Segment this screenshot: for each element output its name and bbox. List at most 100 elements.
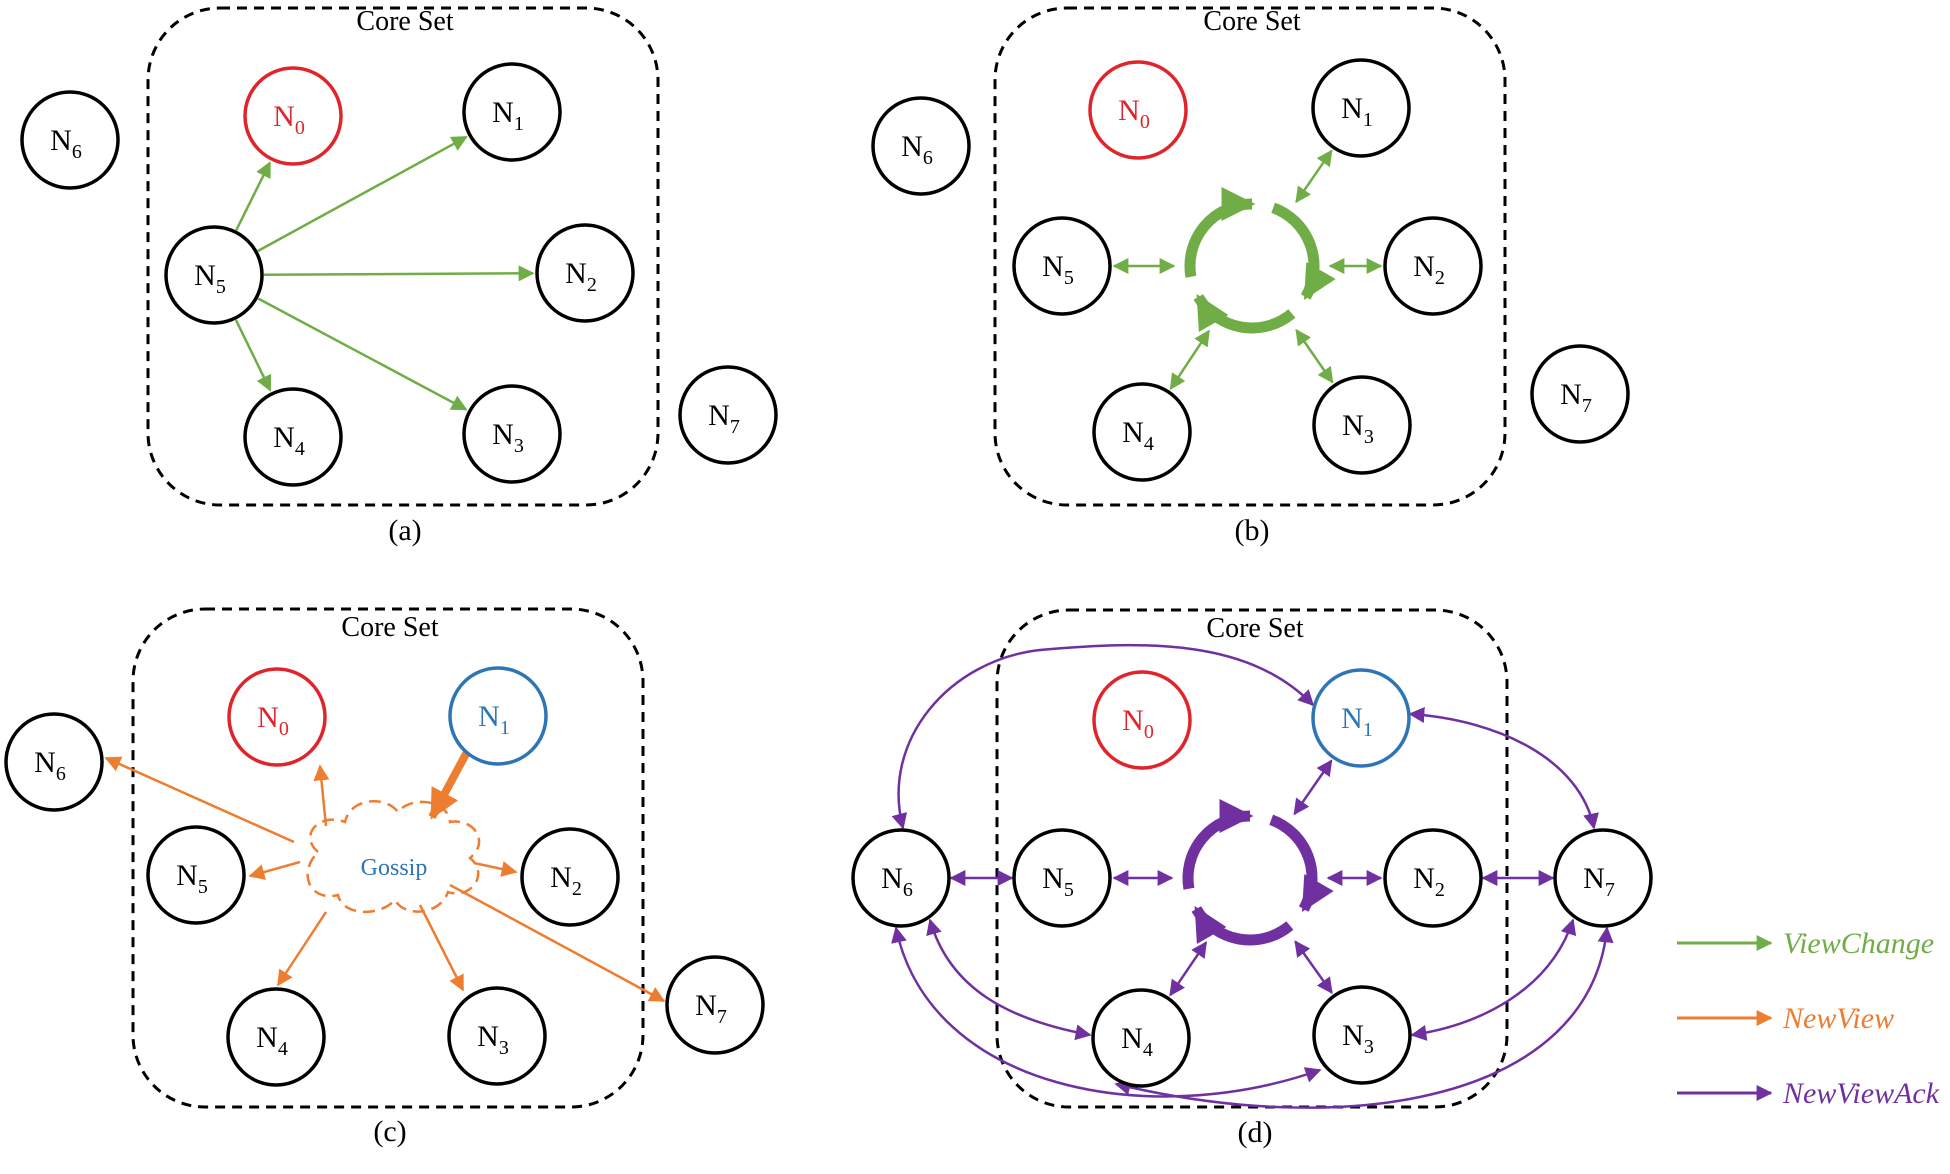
node-label-sub: 1 [500, 717, 510, 739]
node-n3-c: N3 [447, 986, 547, 1086]
newview-arrow-Gossip-N3 [418, 904, 465, 992]
ack-curve-N6-N1 [891, 643, 1315, 830]
node-label: N2 [550, 861, 582, 900]
node-circle [1530, 344, 1630, 444]
node-circle [164, 225, 264, 325]
viewchange-arrow-N5-N1 [257, 135, 468, 253]
node-n6-b: N6 [871, 96, 971, 196]
node-n4-c: N4 [226, 987, 326, 1087]
node-circle [20, 90, 120, 190]
node-label-main: N [273, 100, 295, 133]
node-label-sub: 7 [1605, 879, 1615, 901]
node-n0-c: N0 [227, 667, 327, 767]
node-label-sub: 0 [295, 117, 305, 139]
node-label-main: N [194, 259, 216, 292]
node-label-main: N [492, 96, 514, 129]
node-label: N2 [565, 257, 597, 296]
ring-arc-3 [1182, 799, 1254, 890]
node-circle [1383, 828, 1483, 928]
node-label-sub: 3 [499, 1037, 509, 1059]
newview-arrow-Gossip-N0 [313, 764, 330, 827]
ring-arc-1 [1271, 202, 1336, 300]
node-label-sub: 4 [1143, 1039, 1153, 1061]
core-set-label-c: Core Set [341, 612, 438, 643]
node-label-main: N [695, 989, 717, 1022]
node-n6-a: N6 [20, 90, 120, 190]
node-circle [447, 986, 547, 1086]
node-label-main: N [550, 861, 572, 894]
node-label-sub: 6 [923, 147, 933, 169]
node-label: N6 [901, 130, 933, 169]
node-circle [1091, 988, 1191, 1088]
node-circle [448, 666, 548, 766]
node-label-main: N [50, 124, 72, 157]
ring-arc-2 [1193, 294, 1296, 334]
node-label-sub: 5 [1064, 267, 1074, 289]
node-circle [1312, 985, 1412, 1085]
viewchange-arrow-N5-N4 [234, 319, 272, 392]
node-n0-a: N0 [243, 66, 343, 166]
node-n4-b: N4 [1092, 382, 1192, 482]
node-n1-b: N1 [1311, 58, 1411, 158]
newview-arrow-Gossip-N2 [473, 861, 518, 877]
node-n7-b: N7 [1530, 344, 1630, 444]
node-label-sub: 6 [903, 879, 913, 901]
viewchange-arrow-N5-N2 [263, 265, 535, 282]
node-label-main: N [708, 399, 730, 432]
node-label-main: N [1122, 704, 1144, 737]
core-set-border-d [995, 608, 1509, 1109]
node-label-sub: 5 [216, 276, 226, 298]
node-n5-c: N5 [146, 825, 246, 925]
node-label: N7 [1583, 862, 1615, 901]
node-label-main: N [1121, 1022, 1143, 1055]
node-label-main: N [477, 1020, 499, 1053]
node-circle [226, 987, 326, 1087]
node-label: N3 [1342, 1019, 1374, 1058]
node-label-main: N [1042, 862, 1064, 895]
gossip-cloud [306, 800, 481, 914]
viewchange-arrow-N5-N3 [257, 297, 468, 411]
node-circle [535, 223, 635, 323]
node-label-sub: 6 [72, 141, 82, 163]
exchange-arrow-b-N1 [1295, 149, 1333, 204]
node-label: N1 [1341, 92, 1373, 131]
node-label-sub: 1 [1363, 109, 1373, 131]
node-n2-b: N2 [1383, 216, 1483, 316]
node-label: N4 [273, 421, 305, 460]
node-label-main: N [176, 859, 198, 892]
panel-label-c: (c) [373, 1115, 406, 1148]
node-circle [243, 387, 343, 487]
node-label: N4 [1121, 1022, 1153, 1061]
node-label: N5 [176, 859, 208, 898]
node-label-sub: 5 [198, 876, 208, 898]
node-label: N4 [256, 1021, 288, 1060]
node-circle [1012, 216, 1112, 316]
node-label-sub: 0 [279, 718, 289, 740]
exchange-arrow-b-N4 [1169, 329, 1210, 390]
node-n3-a: N3 [462, 384, 562, 484]
ack-curve-N1-N7 [1408, 706, 1599, 830]
node-circle [462, 384, 562, 484]
legend-label-2: NewViewAck [1782, 1077, 1940, 1110]
ack-curve-N6-N4 [926, 918, 1092, 1041]
node-label-sub: 5 [1064, 879, 1074, 901]
node-label-main: N [1122, 416, 1144, 449]
node-circle [851, 828, 951, 928]
node-n1-c: N1 [448, 666, 548, 766]
node-label-main: N [1413, 250, 1435, 283]
node-label-main: N [881, 862, 903, 895]
newview-arrow-N1-Gossip [428, 750, 471, 820]
node-label: N0 [1118, 94, 1150, 133]
node-label-main: N [492, 418, 514, 451]
panel-label-d: (d) [1238, 1116, 1273, 1149]
node-label-main: N [478, 700, 500, 733]
node-label-sub: 2 [1435, 267, 1445, 289]
node-label-main: N [1413, 862, 1435, 895]
node-n7-d: N7 [1553, 828, 1653, 928]
node-n3-b: N3 [1312, 375, 1412, 475]
node-label: N0 [257, 701, 289, 740]
node-circle [665, 955, 765, 1055]
node-n1-d: N1 [1311, 668, 1411, 768]
node-n4-d: N4 [1091, 988, 1191, 1088]
